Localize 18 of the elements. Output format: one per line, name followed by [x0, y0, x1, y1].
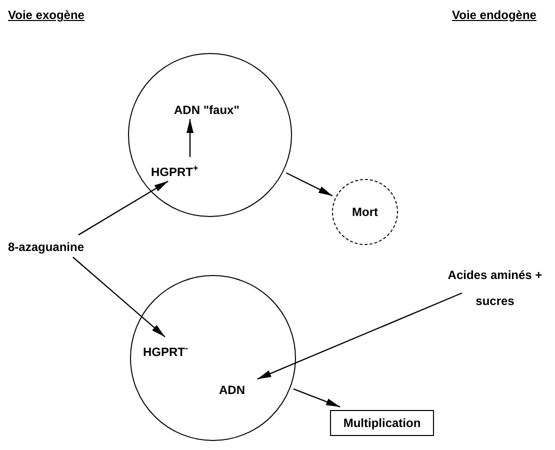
arrow	[186, 119, 194, 157]
node-label: 8-azaguanine	[8, 240, 84, 254]
dashed-circle: Mort	[332, 179, 398, 245]
node-label: HGPRT$^{+}$	[151, 162, 198, 179]
outcome-box: Multiplication	[330, 410, 434, 436]
section-heading: Voie endogène	[452, 8, 536, 22]
node-label: ADN	[219, 383, 245, 397]
cell-circle	[130, 275, 296, 441]
arrow	[72, 256, 166, 338]
node-label: ADN "faux"	[174, 103, 240, 117]
arrow	[293, 388, 340, 408]
section-heading: Voie exogène	[8, 8, 84, 22]
node-label: HGPRT$^{-}$	[143, 342, 188, 359]
arrow	[286, 172, 333, 196]
arrow	[257, 292, 462, 380]
arrow	[78, 180, 168, 236]
cell-circle	[128, 53, 292, 217]
node-label: Acides aminés + sucres	[446, 267, 544, 310]
